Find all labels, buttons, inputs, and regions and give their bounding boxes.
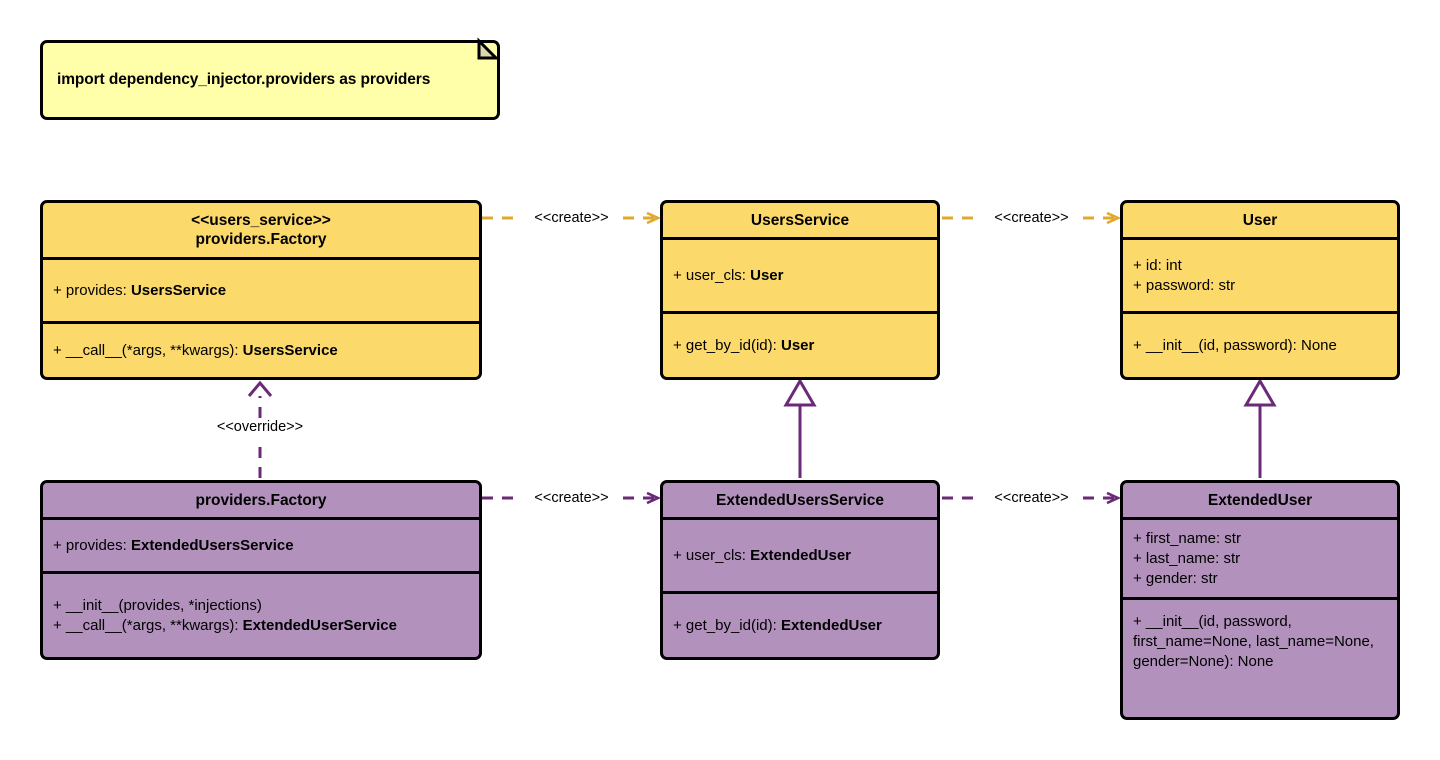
class-name: User [1242,211,1278,229]
edge-inherit-1 [783,378,817,478]
method-row: + __init__(provides, *injections) [53,596,262,614]
class-name: ExtendedUsersService [715,491,884,509]
attribute-row: + gender: str [1133,569,1218,587]
methods-compartment: + get_by_id(id): User [663,311,937,377]
method-type: User [780,336,815,354]
class-name: providers.Factory [195,491,327,509]
attribute-row: + provides: ExtendedUsersService [53,536,469,556]
attribute-row: + password: str [1133,276,1236,294]
attributes-compartment: + id: int + password: str [1123,240,1397,311]
method-label: + get_by_id(id): [673,616,781,634]
attributes-compartment: + provides: UsersService [43,260,479,321]
attributes-compartment: + provides: ExtendedUsersService [43,520,479,571]
attribute-row: + id: int [1133,256,1182,274]
class-box-users-service-factory[interactable]: <<users_service>> providers.Factory + pr… [40,200,482,380]
attributes-compartment: + user_cls: User [663,240,937,311]
edge-label-create-4: <<create>> [981,490,1082,506]
attribute-type: ExtendedUser [750,546,851,564]
attribute-row: + provides: UsersService [53,281,469,301]
method-type: ExtendedUserService [242,616,397,634]
method-row: + get_by_id(id): User [673,336,927,356]
attribute-label: + user_cls: [673,266,751,284]
class-name: UsersService [750,211,850,229]
edge-label-create-3: <<create>> [521,490,622,506]
attribute-type: UsersService [130,281,227,299]
methods-compartment: + __init__(provides, *injections) + __ca… [43,571,479,657]
attribute-label: + provides: [53,281,131,299]
method-row: + __call__(*args, **kwargs): UsersServic… [53,341,469,361]
attribute-type: ExtendedUsersService [130,536,294,554]
methods-compartment: + get_by_id(id): ExtendedUser [663,591,937,657]
class-box-extended-factory[interactable]: providers.Factory + provides: ExtendedUs… [40,480,482,660]
method-label: + __call__(*args, **kwargs): [53,341,243,359]
method-type: ExtendedUser [780,616,882,634]
note-text: import dependency_injector.providers as … [57,71,431,88]
methods-compartment: + __init__(id, password): None [1123,311,1397,377]
class-header: User [1123,203,1397,240]
class-name: providers.Factory [195,231,327,248]
attribute-label: + provides: [53,536,131,554]
note-import[interactable]: import dependency_injector.providers as … [40,37,500,120]
class-box-users-service[interactable]: UsersService + user_cls: User + get_by_i… [660,200,940,380]
attribute-row: + first_name: str [1133,529,1241,547]
edge-label-create-2: <<create>> [981,210,1082,226]
attribute-row: + user_cls: ExtendedUser [673,546,927,566]
class-stereotype: <<users_service>> [191,212,331,229]
attribute-label: + user_cls: [673,546,751,564]
method-type: UsersService [242,341,338,359]
method-label: + __call__(*args, **kwargs): [53,616,243,634]
edge-label-override-1: <<override>> [198,419,322,435]
method-row: + __init__(id, password): None [1133,336,1337,354]
class-header: ExtendedUser [1123,483,1397,520]
class-header: <<users_service>> providers.Factory [43,203,479,260]
methods-compartment: + __call__(*args, **kwargs): UsersServic… [43,321,479,377]
class-header: UsersService [663,203,937,240]
class-box-user[interactable]: User + id: int + password: str + __init_… [1120,200,1400,380]
attribute-row: + user_cls: User [673,266,927,286]
class-header: providers.Factory [43,483,479,520]
method-row: + __call__(*args, **kwargs): ExtendedUse… [53,616,469,636]
method-row: + get_by_id(id): ExtendedUser [673,616,927,636]
attribute-type: User [750,266,784,284]
attribute-row: + last_name: str [1133,549,1241,567]
methods-compartment: + __init__(id, password, first_name=None… [1123,597,1397,717]
method-row: + __init__(id, password, first_name=None… [1133,613,1374,670]
class-name: ExtendedUser [1207,491,1313,509]
attributes-compartment: + user_cls: ExtendedUser [663,520,937,591]
method-label: + get_by_id(id): [673,336,781,354]
attributes-compartment: + first_name: str + last_name: str + gen… [1123,520,1397,597]
note-fold-corner [477,37,500,60]
edge-label-create-1: <<create>> [521,210,622,226]
edge-inherit-2 [1243,378,1277,478]
class-header: ExtendedUsersService [663,483,937,520]
class-box-extended-user[interactable]: ExtendedUser + first_name: str + last_na… [1120,480,1400,720]
class-box-extended-users-service[interactable]: ExtendedUsersService + user_cls: Extende… [660,480,940,660]
